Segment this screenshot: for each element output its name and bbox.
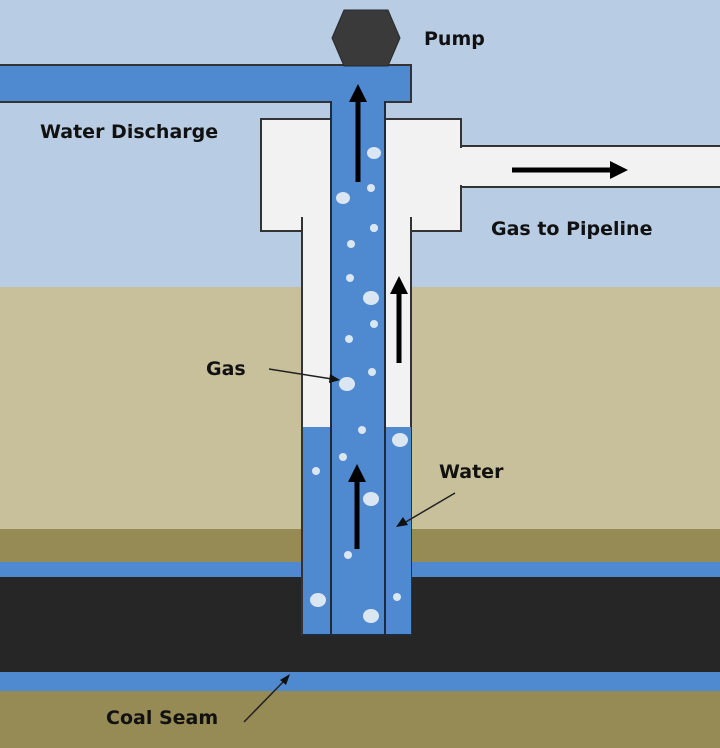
- gas-bubbles: [310, 147, 408, 623]
- bubble: [363, 609, 379, 623]
- bubble: [368, 368, 376, 376]
- bubble: [370, 320, 378, 328]
- water-up-arrow-bottom: [348, 464, 366, 549]
- bubble: [339, 377, 355, 391]
- pump-label: Pump: [424, 28, 485, 50]
- bubble: [367, 184, 375, 192]
- coal-seam-leader-line: [243, 674, 290, 723]
- coal-seam-label: Coal Seam: [106, 707, 218, 729]
- bubble: [347, 240, 355, 248]
- bubble: [339, 453, 347, 461]
- gas-label: Gas: [206, 358, 246, 380]
- water-leader-line: [396, 492, 456, 527]
- pump-icon: [331, 9, 401, 67]
- water-stripe-lower: [0, 672, 720, 692]
- water-label: Water: [439, 461, 504, 483]
- bubble: [346, 274, 354, 282]
- bubble: [312, 467, 320, 475]
- bubble: [363, 492, 379, 506]
- gas-up-arrow-annulus: [390, 276, 408, 363]
- bubble: [393, 593, 401, 601]
- bubble: [358, 426, 366, 434]
- bubble: [370, 224, 378, 232]
- gas-to-pipeline-label: Gas to Pipeline: [491, 218, 652, 240]
- olive-layer-lower: [0, 691, 720, 748]
- bubble: [363, 291, 379, 305]
- bubble: [345, 335, 353, 343]
- water-discharge-label: Water Discharge: [40, 121, 218, 143]
- bubble: [367, 147, 381, 159]
- gas-pipeline: [439, 145, 720, 188]
- bubble: [310, 593, 326, 607]
- water-up-arrow-top: [349, 84, 367, 182]
- bubble: [336, 192, 350, 204]
- gas-right-arrow-pipeline: [512, 161, 628, 179]
- bubble: [344, 551, 352, 559]
- bubble: [392, 433, 408, 447]
- gas-leader-line: [268, 368, 340, 383]
